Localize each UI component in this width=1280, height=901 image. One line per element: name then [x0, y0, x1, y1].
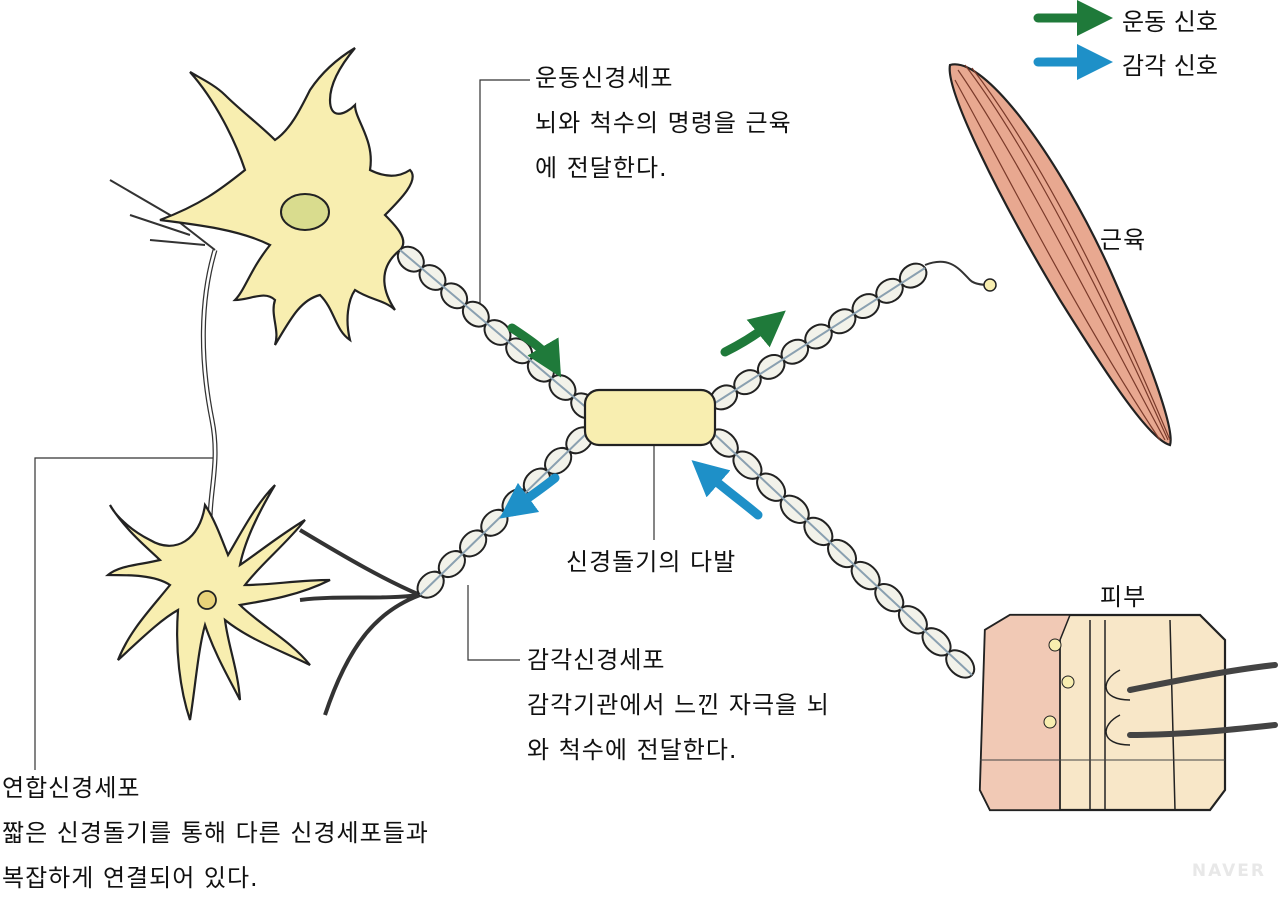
motor-neuron-title: 운동신경세포	[535, 64, 674, 92]
sensory-axon-in	[711, 431, 973, 676]
sensory-signal-arrow	[499, 473, 560, 519]
motor-signal-arrow	[720, 310, 786, 357]
nerve-bundle	[583, 388, 717, 447]
muscle-label: 근육	[1100, 226, 1147, 254]
nerve-bundle-label: 신경돌기의 다발	[566, 548, 737, 576]
motor-axon-in	[399, 249, 596, 416]
sensory-signal-arrow	[691, 460, 763, 520]
motor-neuron-body	[159, 47, 414, 346]
interneuron-body	[104, 484, 331, 721]
motor-neuron-desc: 뇌와 척수의 명령을 근육	[535, 109, 792, 137]
myelinated-axons	[396, 245, 976, 679]
motor-axon-out	[711, 267, 926, 406]
sensory-neuron-title: 감각신경세포	[527, 646, 666, 674]
sensory-neuron-label: 감각신경세포 감각기관에서 느낀 자극을 뇌 와 척수에 전달한다.	[527, 638, 830, 773]
legend-motor-label: 운동 신호	[1122, 8, 1218, 36]
skin-block	[978, 613, 1278, 812]
interneuron-title: 연합신경세포	[2, 774, 141, 802]
sensory-neuron-desc: 와 척수에 전달한다.	[527, 736, 738, 764]
sensory-dendrites	[298, 528, 421, 716]
naver-watermark: NAVER	[1191, 861, 1266, 881]
sensory-axon-out	[419, 429, 591, 596]
motor-neuron-label: 운동신경세포 뇌와 척수의 명령을 근육 에 전달한다.	[535, 56, 792, 191]
legend-sensory-label: 감각 신호	[1122, 52, 1218, 80]
motor-signal-arrow	[507, 323, 562, 378]
sensory-neuron-desc: 감각기관에서 느낀 자극을 뇌	[527, 691, 830, 719]
muscle	[948, 63, 1172, 447]
motor-neuron-desc: 에 전달한다.	[535, 154, 668, 182]
interneuron-desc: 짧은 신경돌기를 통해 다른 신경세포들과	[2, 819, 429, 847]
interneuron-desc: 복잡하게 연결되어 있다.	[2, 864, 259, 892]
interneuron-label: 연합신경세포 짧은 신경돌기를 통해 다른 신경세포들과 복잡하게 연결되어 있…	[2, 766, 429, 901]
signal-arrows	[499, 310, 786, 520]
skin-label: 피부	[1100, 583, 1147, 611]
